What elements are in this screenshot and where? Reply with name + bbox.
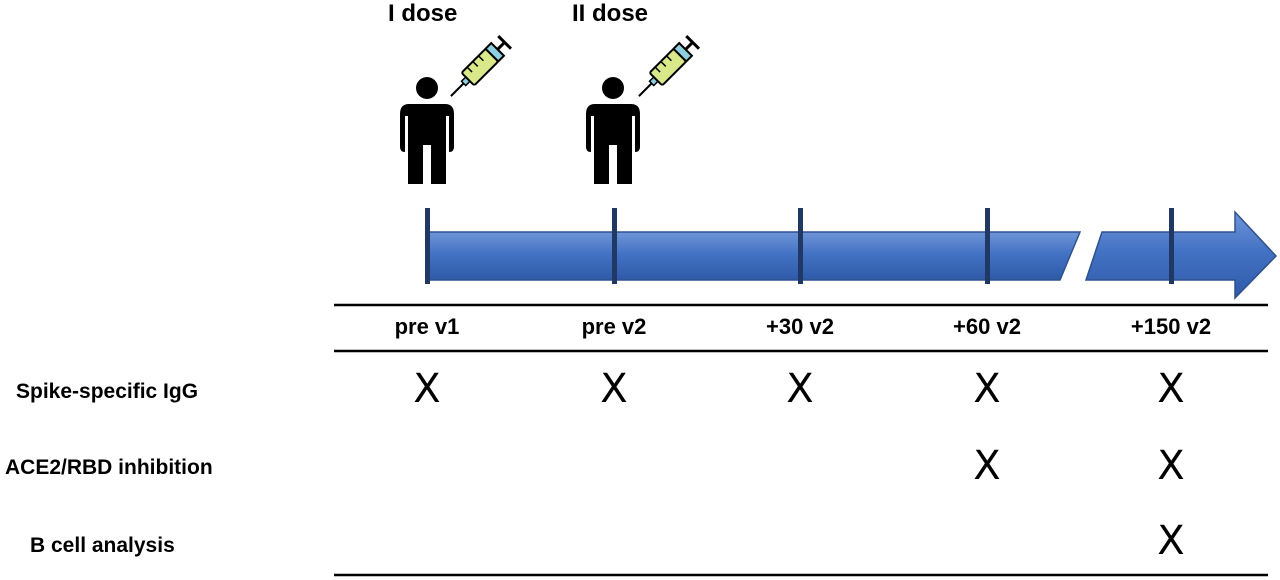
person-icon (586, 77, 640, 184)
assay-label-ace2-rbd: ACE2/RBD inhibition (5, 456, 213, 479)
timepoint-ticks (425, 208, 1174, 284)
syringe-icon (450, 34, 513, 97)
timepoint-label-pre-v1: pre v1 (394, 314, 460, 339)
assay-mark: X (600, 366, 628, 412)
tick-mark-pre-v2 (612, 208, 617, 284)
assay-label-b-cell: B cell analysis (30, 534, 175, 557)
timeline-arrow-segment-head (1084, 210, 1278, 300)
assay-mark: X (786, 366, 814, 412)
timepoint-label-30-v2: +30 v2 (766, 314, 834, 339)
dose-label-second: II dose (572, 0, 649, 27)
assay-mark: X (1157, 518, 1185, 564)
tick-mark-150-v2 (1169, 208, 1174, 284)
person-icon (400, 77, 454, 184)
assay-mark: X (413, 366, 441, 412)
assay-mark: X (973, 366, 1001, 412)
assay-mark: X (1157, 443, 1185, 489)
assay-label-spike-igg: Spike-specific IgG (16, 380, 199, 403)
timepoint-label-pre-v2: pre v2 (581, 314, 647, 339)
dose-label-first: I dose (388, 0, 458, 27)
timeline-arrow (427, 210, 1278, 300)
timepoint-label-150-v2: +150 v2 (1130, 314, 1212, 339)
tick-mark-pre-v1 (425, 208, 430, 284)
assay-mark: X (1157, 366, 1185, 412)
syringe-icon (638, 34, 701, 97)
timepoint-label-60-v2: +60 v2 (953, 314, 1021, 339)
assay-mark: X (973, 443, 1001, 489)
tick-mark-60-v2 (985, 208, 990, 284)
timeline-arrow-segment-main (427, 231, 1082, 281)
tick-mark-30-v2 (798, 208, 803, 284)
